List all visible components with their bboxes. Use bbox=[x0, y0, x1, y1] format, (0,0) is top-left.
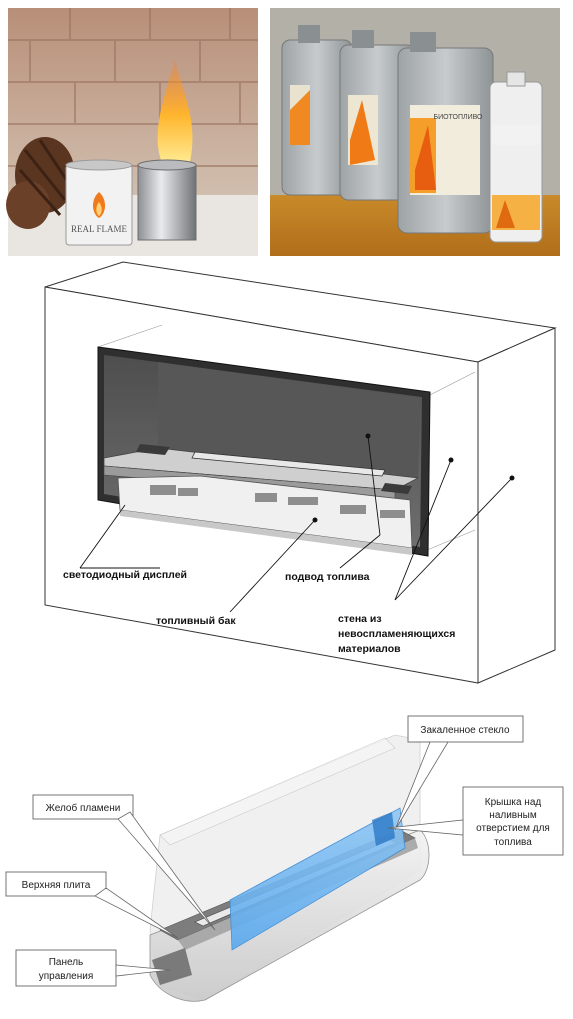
label-panel-line1: Панель bbox=[49, 957, 84, 968]
small-bottle bbox=[489, 71, 543, 243]
label-led-display: светодиодный дисплей bbox=[63, 569, 187, 581]
burning-tin bbox=[137, 60, 197, 241]
callout-flame-trough: Желоб пламени bbox=[32, 794, 134, 820]
label-panel-line2: управления bbox=[39, 971, 94, 982]
callout-tempered-glass: Закаленное стекло bbox=[407, 715, 524, 743]
canister-3: БИОТОПЛИВО bbox=[397, 32, 494, 234]
leader-tempered-glass bbox=[394, 741, 449, 831]
label-fuel-tank: топливный бак bbox=[156, 615, 236, 627]
leader-top-plate bbox=[94, 887, 179, 939]
label-cap-line2: наливным bbox=[489, 810, 537, 821]
pinecone-decor bbox=[6, 137, 75, 229]
callout-fuel-cap: Крышка над наливным отверстием для топли… bbox=[462, 786, 564, 856]
photo-biofuel-canisters: БИОТОПЛИВО bbox=[270, 8, 560, 256]
fireplace-insert-diagram: светодиодный дисплей подвод топлива топл… bbox=[44, 261, 557, 684]
can-brand-text: REAL FLAME bbox=[71, 224, 127, 234]
label-wall-line2: невоспламеняющихся bbox=[338, 628, 455, 640]
callout-control-panel: Панель управления bbox=[15, 949, 117, 987]
tempered-glass-panel bbox=[229, 807, 406, 951]
canister-label-text: БИОТОПЛИВО bbox=[433, 114, 483, 121]
leader-fuel-cap bbox=[387, 819, 464, 836]
leader-control-panel bbox=[115, 964, 171, 977]
label-fuel-supply: подвод топлива bbox=[285, 571, 370, 583]
label-tempered-glass: Закаленное стекло bbox=[420, 725, 510, 736]
fuel-filler-cap bbox=[372, 812, 395, 846]
label-wall-line1: стена из bbox=[338, 613, 382, 625]
leader-flame-trough bbox=[117, 811, 216, 931]
canister-2 bbox=[339, 30, 416, 201]
control-panel bbox=[152, 948, 192, 985]
label-top-plate: Верхняя плита bbox=[22, 880, 91, 891]
label-wall-line3: материалов bbox=[338, 643, 401, 655]
real-flame-can: REAL FLAME bbox=[65, 159, 133, 246]
burner-unit-diagram: Закаленное стекло Желоб пламени Крышка н… bbox=[5, 715, 564, 1002]
label-cap-line3: отверстием для bbox=[476, 823, 550, 834]
photo-real-flame-cans: REAL FLAME bbox=[6, 8, 258, 256]
label-flame-trough: Желоб пламени bbox=[46, 802, 121, 814]
label-cap-line1: Крышка над bbox=[485, 797, 542, 808]
label-cap-line4: топлива bbox=[494, 837, 532, 848]
callout-top-plate: Верхняя плита bbox=[5, 871, 107, 897]
